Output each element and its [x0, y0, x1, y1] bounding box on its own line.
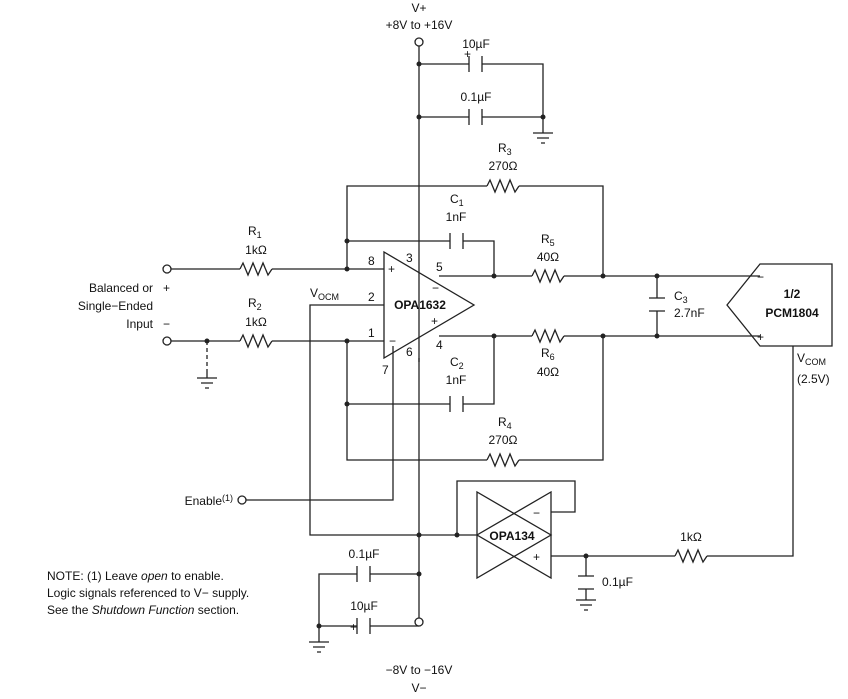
r3-symbol: [486, 178, 520, 194]
r4-symbol: [486, 452, 520, 468]
vcom-label: VCOM: [797, 351, 826, 367]
control-wiring: [246, 304, 794, 611]
c-vcom-value: 0.1µF: [602, 575, 633, 589]
opa134-label: OPA134: [489, 529, 534, 543]
ground-symbol: [533, 132, 553, 144]
note-line1: NOTE: (1) Leave open to enable.: [47, 569, 224, 583]
pcm1804-minus-sign: −: [757, 270, 764, 284]
input-label-line1: Balanced or: [89, 281, 153, 295]
opa1632-in-plus-sign: +: [388, 262, 395, 276]
c-vcom-symbol: [578, 575, 594, 590]
c3-value: 2.7nF: [674, 306, 705, 320]
r6-ref: R6: [541, 346, 555, 362]
c-top-big-symbol: +: [464, 47, 483, 72]
vplus-range-label: +8V to +16V: [386, 18, 453, 32]
pin-8: 8: [368, 254, 375, 268]
r5-ref: R5: [541, 232, 555, 248]
vminus-label: V−: [411, 681, 426, 695]
r2-symbol: [239, 333, 273, 349]
pin-3: 3: [406, 251, 413, 265]
input-label-line3: Input: [126, 317, 153, 331]
input-plus-terminal: [162, 264, 172, 274]
r4-ref: R4: [498, 415, 512, 431]
opa1632-out-minus-sign: −: [432, 281, 439, 295]
pin-1: 1: [368, 326, 375, 340]
pin-7: 7: [382, 363, 389, 377]
input-minus-terminal: [162, 336, 172, 346]
input-label-line2: Single−Ended: [78, 299, 153, 313]
r2-ref: R2: [248, 296, 262, 312]
r3-ref: R3: [498, 141, 512, 157]
c1-symbol: [449, 233, 464, 249]
pin-6: 6: [406, 345, 413, 359]
feedback-wiring: [346, 185, 760, 461]
r5-symbol: [531, 268, 565, 284]
enable-label: Enable(1): [185, 493, 233, 508]
r5-value: 40Ω: [537, 250, 559, 264]
c-top-small-value: 0.1µF: [461, 90, 492, 104]
supply-wiring: [318, 46, 544, 642]
pin-5: 5: [436, 260, 443, 274]
c-top-small-symbol: [468, 109, 483, 125]
vocm-label: VOCM: [310, 286, 339, 302]
pcm1804-plus-sign: +: [757, 330, 764, 344]
c2-symbol: [449, 396, 464, 412]
vcom-value: (2.5V): [797, 372, 830, 386]
note-line3: See the Shutdown Function section.: [47, 603, 239, 617]
svg-text:+: +: [464, 47, 471, 61]
opa1632-in-minus-sign: −: [389, 334, 396, 348]
r2-value: 1kΩ: [245, 315, 267, 329]
ground-symbol: [309, 641, 329, 653]
c2-ref: C2: [450, 355, 464, 371]
c1-ref: C1: [450, 192, 464, 208]
vminus-range-label: −8V to −16V: [386, 663, 453, 677]
input-minus-sign: −: [163, 317, 170, 331]
opa134-plus-sign: +: [533, 550, 540, 564]
r3-value: 270Ω: [489, 159, 518, 173]
r-vcom-value: 1kΩ: [680, 530, 702, 544]
vplus-label: V+: [411, 1, 426, 15]
r1-ref: R1: [248, 224, 262, 240]
c-top-big-value: 10µF: [462, 37, 490, 51]
r6-symbol: [531, 328, 565, 344]
r4-value: 270Ω: [489, 433, 518, 447]
opa134-body: [475, 490, 552, 580]
opa1632-out-plus-sign: +: [431, 314, 438, 328]
pin-2: 2: [368, 290, 375, 304]
c-bot-small-symbol: [356, 566, 371, 582]
input-plus-sign: +: [163, 281, 170, 295]
r1-symbol: [239, 261, 273, 277]
note-line2: Logic signals referenced to V− supply.: [47, 586, 249, 600]
enable-terminal: [237, 495, 247, 505]
vminus-terminal: [414, 617, 424, 627]
c1-value: 1nF: [446, 210, 467, 224]
pcm1804-label-line2: PCM1804: [765, 306, 819, 320]
r-vcom-symbol: [674, 548, 708, 564]
pcm1804-label-line1: 1/2: [784, 287, 801, 301]
opa1632-label: OPA1632: [394, 298, 446, 312]
c3-symbol: [649, 297, 665, 312]
input-wiring: [171, 268, 384, 389]
vplus-terminal: [414, 37, 424, 47]
pin-4: 4: [436, 338, 443, 352]
r6-value: 40Ω: [537, 365, 559, 379]
c-bot-big-symbol: +: [350, 618, 371, 634]
r1-value: 1kΩ: [245, 243, 267, 257]
c3-ref: C3: [674, 289, 688, 305]
svg-text:+: +: [350, 620, 357, 634]
c2-value: 1nF: [446, 373, 467, 387]
c-bot-big-value: 10µF: [350, 599, 378, 613]
c-bot-small-value: 0.1µF: [349, 547, 380, 561]
pcm1804-symbol: [726, 263, 833, 347]
opa134-minus-sign: −: [533, 506, 540, 520]
